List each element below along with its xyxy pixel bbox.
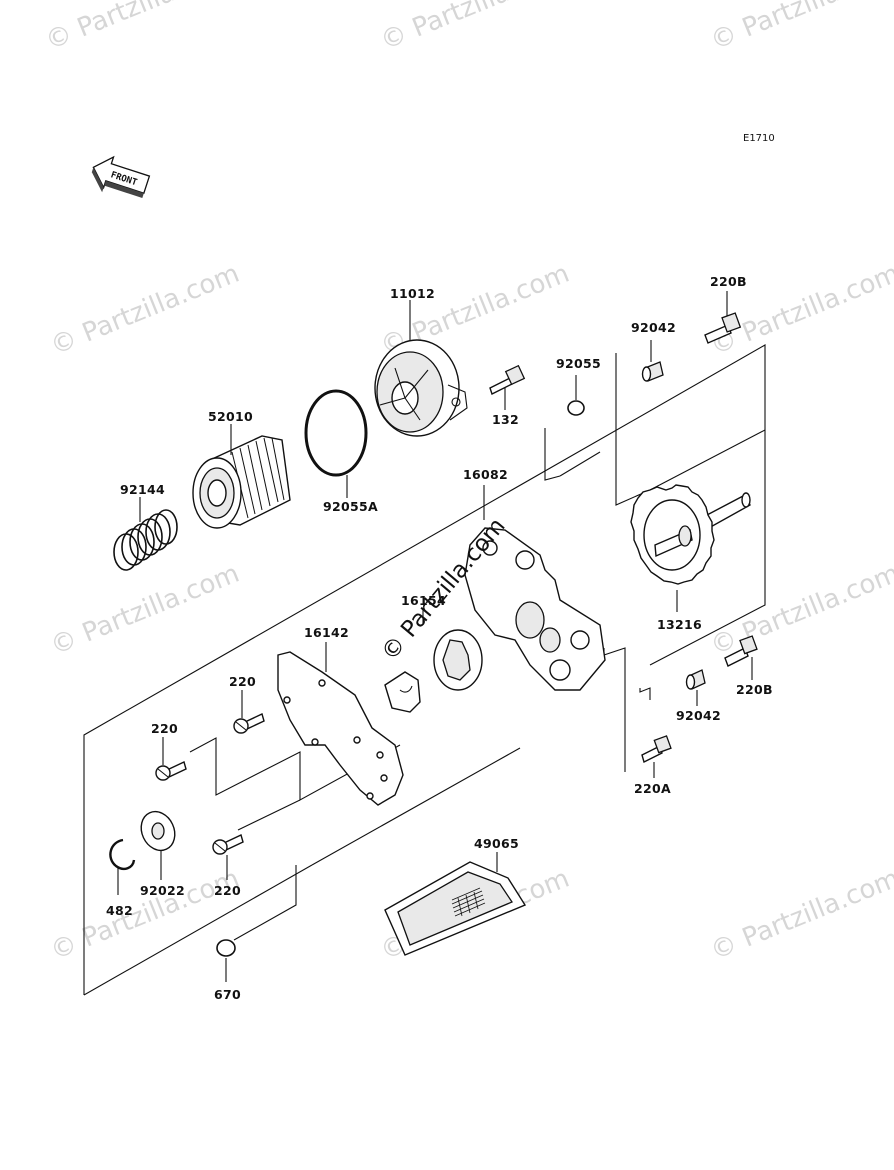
front-arrow-icon: FRONT xyxy=(91,155,151,198)
label-220B-bottom: 220B xyxy=(736,682,773,697)
watermark: © Partzilla.com xyxy=(706,559,894,662)
label-670: 670 xyxy=(214,987,241,1002)
watermark: © Partzilla.com xyxy=(46,259,243,362)
label-92055: 92055 xyxy=(556,356,601,371)
label-16082: 16082 xyxy=(463,467,508,482)
dowel-pin-92042-bottom xyxy=(685,669,706,706)
label-220A: 220A xyxy=(634,781,671,796)
assembly-outline xyxy=(83,344,766,996)
filter-cover-11012 xyxy=(374,300,468,437)
part-labels: 11012 52010 92144 92055A 132 92055 16082… xyxy=(106,274,773,1002)
circlip-482 xyxy=(109,838,136,895)
dowel-pin-92042-top xyxy=(641,340,664,382)
label-220B-top: 220B xyxy=(710,274,747,289)
label-220-a: 220 xyxy=(229,674,256,689)
label-52010: 52010 xyxy=(208,409,253,424)
label-16154: 16154 xyxy=(401,593,446,608)
o-ring-670 xyxy=(216,939,236,982)
washer-92022 xyxy=(140,810,176,880)
label-92055A: 92055A xyxy=(323,499,378,514)
watermark: © Partzilla.com xyxy=(41,0,238,56)
cover-plate-16142 xyxy=(277,642,404,806)
label-482: 482 xyxy=(106,903,133,918)
label-49065: 49065 xyxy=(474,836,519,851)
o-ring-92055A xyxy=(304,389,368,498)
oil-filter-52010 xyxy=(192,424,291,529)
pump-body-16082 xyxy=(464,485,606,691)
label-92144: 92144 xyxy=(120,482,165,497)
watermark: © Partzilla.com xyxy=(46,559,243,662)
label-132: 132 xyxy=(492,412,519,427)
watermark: © Partzilla.com xyxy=(706,864,894,967)
gear-shaft-13216 xyxy=(630,484,751,612)
label-92022: 92022 xyxy=(140,883,185,898)
strainer-49065 xyxy=(384,852,527,956)
label-13216: 13216 xyxy=(657,617,702,632)
watermark: © Partzilla.com xyxy=(376,0,573,56)
label-220-c: 220 xyxy=(214,883,241,898)
bolt-220-b xyxy=(155,737,187,781)
spring-92144 xyxy=(113,497,178,571)
watermark: © Partzilla.com xyxy=(706,0,894,56)
bolt-220-a xyxy=(233,690,265,734)
label-16142: 16142 xyxy=(304,625,349,640)
o-ring-92055 xyxy=(567,375,585,416)
rotor-set-16154 xyxy=(384,608,483,713)
bolt-220-c xyxy=(212,834,244,880)
label-92042-bottom: 92042 xyxy=(676,708,721,723)
label-92042-top: 92042 xyxy=(631,320,676,335)
bolt-132 xyxy=(489,364,526,410)
bolt-220B-top xyxy=(704,291,742,344)
watermark: © Partzilla.com xyxy=(46,864,243,967)
bolt-220B-bottom xyxy=(724,635,758,680)
label-11012: 11012 xyxy=(390,286,435,301)
diagram-code: E1710 xyxy=(743,133,775,144)
label-220-b: 220 xyxy=(151,721,178,736)
bolt-220A xyxy=(641,735,672,778)
